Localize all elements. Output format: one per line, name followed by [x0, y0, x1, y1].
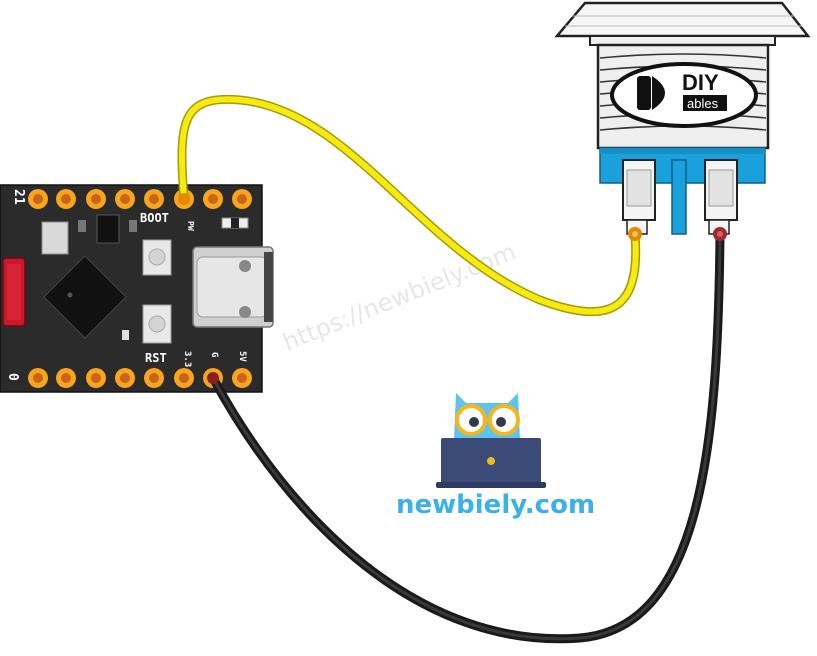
board-chip — [43, 255, 127, 339]
microcontroller-board: 21 0 BOOT PW RST 3.3 G 5V — [0, 184, 274, 393]
signal-wire-core — [178, 96, 639, 315]
ground-wire-highlight — [211, 232, 722, 641]
signal-wire-end-board — [178, 193, 190, 205]
logo-bottom-bg — [683, 95, 727, 111]
ground-wire-end-board — [207, 372, 219, 384]
bottom-header-pins — [28, 368, 252, 388]
label-pin-5v: 5V — [237, 351, 247, 362]
usb-c-port — [192, 246, 274, 328]
push-button: DIY ables — [554, 1, 811, 235]
label-bottom-left: 0 — [5, 373, 20, 381]
label-pin-g: G — [209, 352, 219, 357]
label-boot: BOOT — [140, 211, 169, 225]
brand-name: newbiely.com — [396, 490, 595, 520]
logo-top-text: DIY — [682, 70, 719, 95]
label-pin-3v3: 3.3 — [182, 351, 192, 367]
logo-bottom-text: ables — [687, 96, 719, 111]
watermark-text: https://newbiely.com — [279, 238, 520, 357]
logo-mark — [637, 76, 651, 110]
label-pin-top: PW — [186, 221, 195, 231]
button-cap — [554, 1, 811, 38]
brand-logo: newbiely.com — [396, 393, 595, 520]
label-top-left: 21 — [11, 189, 26, 205]
button-cap-rim — [589, 35, 776, 46]
reset-switch — [142, 304, 172, 344]
label-rst: RST — [145, 351, 167, 365]
